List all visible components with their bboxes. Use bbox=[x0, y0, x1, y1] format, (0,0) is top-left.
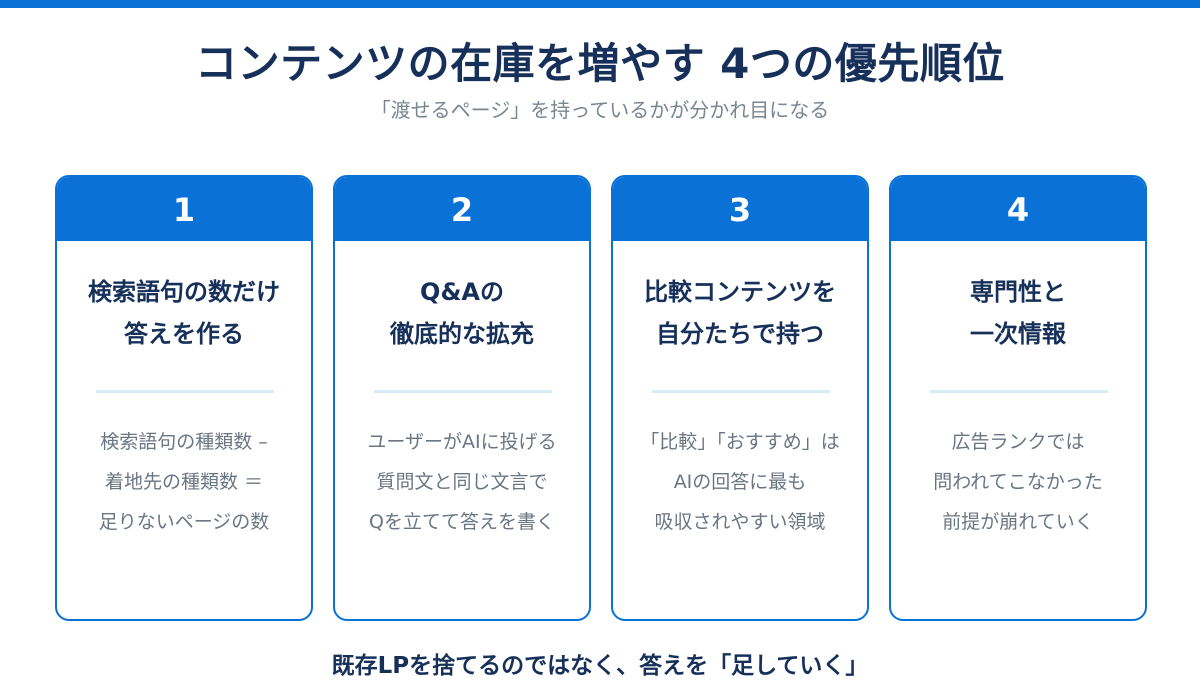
card-body-line: 問われてこなかった bbox=[933, 471, 1103, 493]
priority-card-1: 1 検索語句の数だけ 答えを作る 検索語句の種類数 – 着地先の種類数 ＝ 足り… bbox=[55, 175, 313, 621]
priority-cards: 1 検索語句の数だけ 答えを作る 検索語句の種類数 – 着地先の種類数 ＝ 足り… bbox=[55, 175, 1147, 621]
card-body-line: ユーザーがAIに投げる bbox=[367, 431, 557, 453]
priority-card-4: 4 専門性と 一次情報 広告ランクでは 問われてこなかった 前提が崩れていく bbox=[889, 175, 1147, 621]
card-body-line: 着地先の種類数 ＝ bbox=[104, 471, 264, 493]
footer-message: 既存LPを捨てるのではなく、答えを「足していく」 bbox=[331, 653, 869, 679]
card-heading: 比較コンテンツを 自分たちで持つ bbox=[613, 271, 867, 355]
card-heading: 検索語句の数だけ 答えを作る bbox=[57, 271, 311, 355]
card-number: 2 bbox=[335, 177, 589, 241]
card-divider bbox=[96, 390, 274, 393]
card-body-line: 広告ランクでは bbox=[951, 431, 1085, 453]
card-number: 3 bbox=[613, 177, 867, 241]
page-title: コンテンツの在庫を増やす 4つの優先順位 bbox=[195, 39, 1005, 88]
card-body: ユーザーがAIに投げる 質問文と同じ文言で Qを立てて答えを書く bbox=[335, 422, 589, 542]
card-body: 「比較」「おすすめ」は AIの回答に最も 吸収されやすい領域 bbox=[613, 422, 867, 542]
card-heading-line: 検索語句の数だけ bbox=[88, 278, 280, 306]
page-subtitle: 「渡せるページ」を持っているかが分かれ目になる bbox=[370, 98, 830, 122]
card-body-line: 「比較」「おすすめ」は bbox=[640, 431, 840, 453]
card-heading-line: Q&Aの bbox=[420, 278, 504, 306]
card-number: 1 bbox=[57, 177, 311, 241]
card-heading-line: 自分たちで持つ bbox=[656, 320, 824, 348]
card-heading: 専門性と 一次情報 bbox=[891, 271, 1145, 355]
card-divider bbox=[652, 390, 830, 393]
card-heading-line: 徹底的な拡充 bbox=[390, 320, 534, 348]
card-body-line: 吸収されやすい領域 bbox=[654, 511, 826, 533]
priority-card-3: 3 比較コンテンツを 自分たちで持つ 「比較」「おすすめ」は AIの回答に最も … bbox=[611, 175, 869, 621]
card-divider bbox=[930, 390, 1108, 393]
card-body-line: 足りないページの数 bbox=[98, 511, 270, 533]
card-heading-line: 答えを作る bbox=[124, 320, 244, 348]
card-body-line: 検索語句の種類数 – bbox=[100, 431, 268, 453]
card-number: 4 bbox=[891, 177, 1145, 241]
card-heading-line: 専門性と bbox=[970, 278, 1066, 306]
card-body-line: AIの回答に最も bbox=[673, 471, 807, 493]
card-divider bbox=[374, 390, 552, 393]
card-body: 検索語句の種類数 – 着地先の種類数 ＝ 足りないページの数 bbox=[57, 422, 311, 542]
card-heading-line: 一次情報 bbox=[970, 320, 1066, 348]
top-accent-bar bbox=[0, 0, 1200, 8]
card-heading: Q&Aの 徹底的な拡充 bbox=[335, 271, 589, 355]
priority-card-2: 2 Q&Aの 徹底的な拡充 ユーザーがAIに投げる 質問文と同じ文言で Qを立て… bbox=[333, 175, 591, 621]
card-body-line: 質問文と同じ文言で bbox=[376, 471, 548, 493]
card-heading-line: 比較コンテンツを bbox=[644, 278, 836, 306]
card-body: 広告ランクでは 問われてこなかった 前提が崩れていく bbox=[891, 422, 1145, 542]
card-body-line: Qを立てて答えを書く bbox=[369, 511, 555, 533]
card-body-line: 前提が崩れていく bbox=[942, 511, 1094, 533]
